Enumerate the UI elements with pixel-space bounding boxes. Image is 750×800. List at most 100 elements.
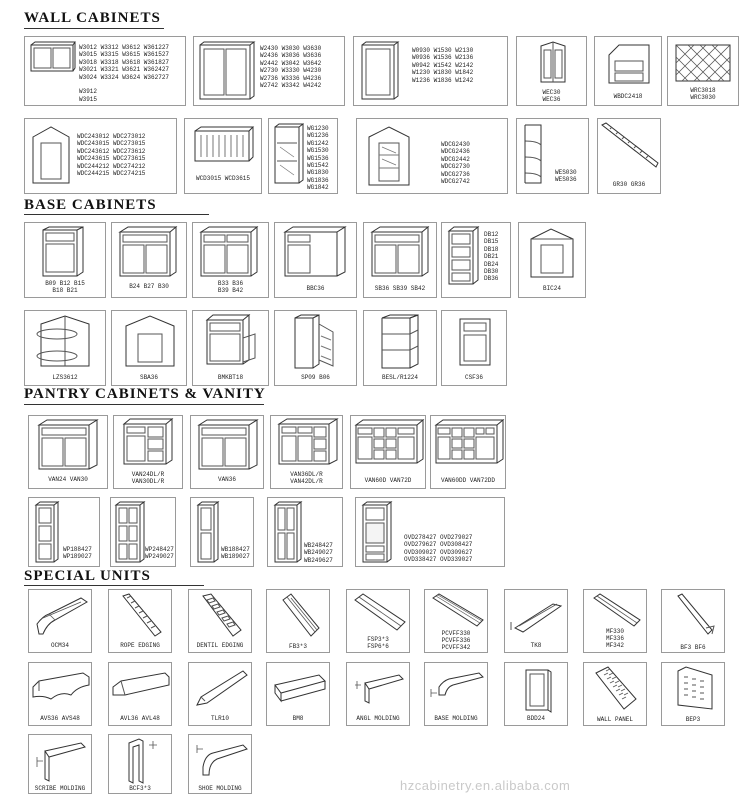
light-rail-icon (196, 670, 248, 706)
product-codes: BEP3 (685, 716, 701, 723)
product-codes: WRC3018 WRC3030 (690, 87, 716, 101)
product-codes: B33 B36 B39 B42 (217, 280, 244, 294)
catalog-item-rope-edging: ROPE EDGING (108, 589, 172, 653)
product-codes: WBDC2418 (613, 93, 643, 100)
product-codes: AVS36 AVS48 (40, 715, 80, 722)
product-codes: MF330 MF336 MF342 (605, 628, 624, 649)
catalog-item-pcvff: PCVFF330 PCVFF336 PCVFF342 (424, 589, 488, 653)
product-codes: WDC243012 WDC273012 WDC243015 WDC273015 … (77, 133, 146, 178)
catalog-item-base-molding: BASE MOLDING (424, 662, 488, 726)
base-cabinet-icon (42, 226, 84, 277)
product-codes: VAN36DL/R VAN42DL/R (290, 471, 323, 485)
product-codes: SB36 SB39 SB42 (374, 285, 426, 292)
section-divider (24, 214, 209, 215)
product-codes: VAN24 VAN30 (48, 476, 88, 483)
lazy-susan-icon (36, 315, 90, 367)
catalog-item-sba: SBA36 (111, 310, 187, 386)
product-codes: WDCG2430 WDCG2436 WDCG2442 WDCG2730 WDCG… (441, 141, 470, 186)
filler-icon (282, 593, 320, 637)
catalog-item-wp24: WP248427 WP249027 (110, 497, 176, 567)
pantry-icon (114, 501, 146, 563)
section-title-base-cabinets: BASE CABINETS (24, 197, 157, 213)
catalog-item-tlr: TLR10 (188, 662, 252, 726)
catalog-item-drawer-base: DB12 DB15 DB18 DB21 DB24 DB30 DB36 (441, 222, 511, 298)
catalog-item-base-single: B09 B12 B15 B18 B21 (24, 222, 106, 298)
catalog-item-avl: AVL36 AVL48 (108, 662, 172, 726)
catalog-item-bep3: BEP3 (661, 662, 725, 726)
product-codes: ROPE EDGING (120, 642, 160, 649)
shoe-molding-icon (196, 744, 248, 776)
catalog-item-van36: VAN36 (190, 415, 264, 489)
product-codes: WALL PANEL (596, 716, 633, 723)
catalog-item-bdd24: BDD24 (504, 662, 568, 726)
filler-icon (677, 593, 715, 635)
catalog-item-avs: AVS36 AVS48 (28, 662, 92, 726)
pantry-icon (34, 501, 60, 563)
catalog-item-wbdc2418: WBDC2418 (594, 36, 662, 106)
product-codes: DB12 DB15 DB18 DB21 DB24 DB30 DB36 (484, 231, 499, 283)
catalog-item-lazy-susan: LZS3612 (24, 310, 106, 386)
base-molding-icon (430, 672, 484, 697)
catalog-item-bf: BF3 BF6 (661, 589, 725, 653)
glass-corner-cabinet-icon (368, 126, 410, 186)
catalog-item-mf: MF330 MF336 MF342 (583, 589, 647, 653)
catalog-item-wp18: WP188427 WP189027 (28, 497, 100, 567)
filler-icon (432, 593, 484, 627)
product-codes: FSP3*3 FSP6*6 (367, 636, 389, 650)
vanity-icon (354, 419, 425, 464)
product-codes: LZS3612 (52, 374, 78, 381)
product-codes: WB248427 WB249027 WB249627 (304, 542, 333, 564)
section-title-pantry-vanity: PANTRY CABINETS & VANITY (24, 386, 266, 402)
filler-icon (354, 593, 406, 631)
product-codes: SBA36 (139, 374, 158, 381)
product-codes: W0930 W1530 W2130 W0936 W1536 W2136 W094… (412, 47, 474, 84)
section-title-wall-cabinets: WALL CABINETS (24, 10, 161, 26)
section-divider (24, 585, 204, 586)
catalog-item-gr: GR30 GR36 (597, 118, 661, 194)
catalog-item-bbc: BBC36 (274, 222, 357, 298)
batten-molding-icon (274, 674, 326, 703)
base-cabinet-icon (118, 226, 178, 277)
catalog-item-angl-molding: ANGL MOLDING (346, 662, 410, 726)
toe-kick-icon (510, 603, 563, 633)
catalog-item-dentil-edging: DENTIL EDGING (188, 589, 252, 653)
product-codes: WCD3015 WCD3615 (195, 175, 250, 182)
product-codes: VAN60D VAN72D (364, 477, 412, 484)
base-cabinet-icon (205, 314, 256, 365)
oven-cabinet-icon (361, 501, 393, 563)
watermark: hzcabinetry.en.alibaba.com (400, 778, 571, 793)
catalog-item-csf: CSF36 (441, 310, 507, 386)
product-codes: BDD24 (526, 715, 545, 722)
catalog-item-base-double: B24 B27 B30 (111, 222, 187, 298)
catalog-item-fb3: FB3*3 (266, 589, 330, 653)
end-shelf-icon (381, 314, 419, 369)
product-codes: BM8 (292, 715, 304, 722)
catalog-item-tk8: TK8 (504, 589, 568, 653)
base-cabinet-icon (199, 226, 259, 277)
filler-icon (593, 593, 641, 627)
catalog-item-wb24: WB248427 WB249027 WB249627 (267, 497, 343, 567)
corner-cabinet-icon (32, 126, 70, 184)
product-codes: WG1230 WG1236 WG1242 WG1530 WG1536 WG154… (307, 125, 329, 192)
catalog-item-shoe-molding: SHOE MOLDING (188, 734, 252, 794)
product-codes: W2430 W3030 W3630 W2436 W3036 W3636 W244… (260, 45, 322, 90)
product-codes: BASE MOLDING (434, 715, 478, 722)
grille-icon (601, 122, 659, 168)
valance-icon (32, 672, 90, 700)
catalog-item-wall-cabinet-double: W3012 W3312 W3612 W361227 W3015 W3315 W3… (24, 36, 186, 106)
rope-molding-icon (122, 593, 162, 637)
dentil-molding-icon (202, 593, 242, 637)
drawer-base-icon (447, 226, 480, 285)
vanity-icon (197, 419, 259, 470)
product-codes: BBC36 (306, 285, 325, 292)
catalog-item-bmkbt: BMKBT18 (192, 310, 269, 386)
product-codes: WES030 WES036 (555, 169, 577, 184)
wall-panel-icon (595, 666, 637, 710)
catalog-item-bm8: BM8 (266, 662, 330, 726)
catalog-item-wrc: WRC3018 WRC3030 (667, 36, 739, 106)
product-codes: ANGL MOLDING (356, 715, 400, 722)
product-codes: GR30 GR36 (612, 181, 646, 188)
catalog-item-wg: WG1230 WG1236 WG1242 WG1530 WG1536 WG154… (268, 118, 338, 194)
catalog-item-wall-cabinet-single: W0930 W1530 W2130 W0936 W1536 W2136 W094… (353, 36, 508, 106)
catalog-item-sink-base: SB36 SB39 SB42 (363, 222, 437, 298)
